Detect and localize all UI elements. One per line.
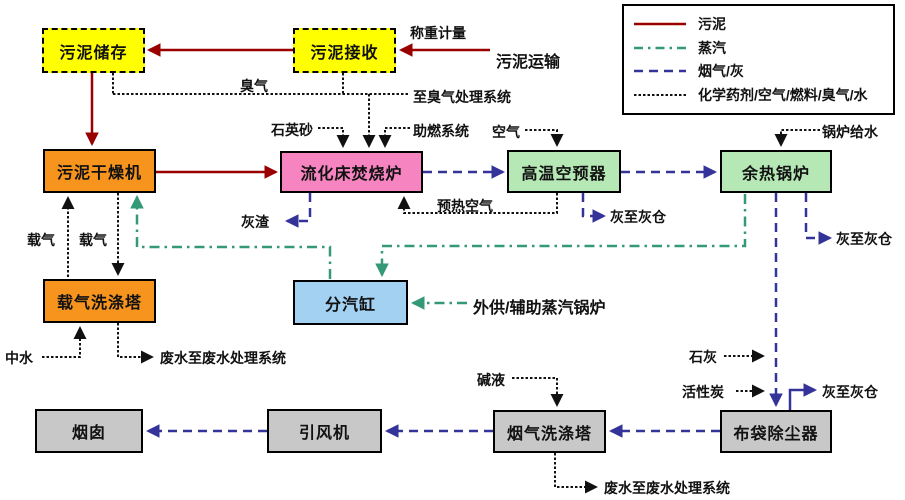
box-label: 布袋除尘器 bbox=[733, 425, 819, 443]
box-label: 分汽缸 bbox=[324, 296, 376, 314]
box-label: 载气洗涤塔 bbox=[56, 295, 142, 312]
flow-distributor-steam-to-dryer bbox=[130, 194, 332, 279]
flow-combustion-support bbox=[378, 127, 410, 148]
legend: 污泥 蒸汽 烟气/灰 化学药剂/空气/燃料/臭气/水 bbox=[622, 4, 895, 115]
box-sludge-dryer: 污泥干燥机 bbox=[43, 149, 156, 193]
box-label: 烟囱 bbox=[71, 425, 106, 442]
box-label: 污泥接收 bbox=[310, 44, 379, 62]
box-label: 污泥储存 bbox=[59, 44, 128, 62]
flow-preheater-ash-to-silo bbox=[581, 193, 607, 223]
legend-row-flue-ash: 烟气/灰 bbox=[632, 61, 885, 81]
label-quartz-sand: 石英砂 bbox=[271, 122, 313, 138]
box-label: 余热锅炉 bbox=[741, 165, 810, 183]
legend-label: 蒸汽 bbox=[698, 39, 726, 56]
label-air: 空气 bbox=[492, 124, 520, 140]
label-to-odor-treatment: 至臭气处理系统 bbox=[413, 89, 511, 105]
box-high-temp-air-preheater: 高温空预器 bbox=[507, 150, 621, 193]
label-sludge-transport: 污泥运输 bbox=[496, 54, 561, 71]
utility-line-sample-icon bbox=[634, 94, 686, 97]
box-carrier-gas-scrubber: 载气洗涤塔 bbox=[43, 279, 156, 323]
legend-label: 化学药剂/空气/燃料/臭气/水 bbox=[698, 87, 868, 104]
label-ash-residue: 灰渣 bbox=[241, 214, 269, 230]
box-waste-heat-boiler: 余热锅炉 bbox=[720, 150, 832, 193]
box-label: 污泥干燥机 bbox=[56, 165, 142, 182]
label-external-aux-steam-boiler: 外供/辅助蒸汽锅炉 bbox=[473, 300, 606, 317]
flow-scrubber-wastewater bbox=[117, 323, 154, 364]
flow-boiler-ash-to-silo bbox=[804, 193, 833, 245]
flow-feedwater-to-boiler bbox=[774, 129, 820, 147]
label-alkali-solution: 碱液 bbox=[477, 372, 505, 388]
label-carrier-gas-left: 载气 bbox=[27, 232, 55, 248]
box-fluidized-bed-incinerator: 流化床焚烧炉 bbox=[280, 151, 423, 193]
label-preheated-air: 预热空气 bbox=[437, 198, 493, 214]
box-flue-gas-scrubber: 烟气洗涤塔 bbox=[493, 410, 606, 453]
label-wastewater-left: 废水至废水处理系统 bbox=[160, 350, 286, 366]
steam-line-sample-icon bbox=[634, 46, 686, 49]
legend-row-sludge: 污泥 bbox=[632, 14, 885, 34]
box-induced-draft-fan: 引风机 bbox=[267, 409, 382, 453]
flow-air-to-preheater bbox=[525, 129, 564, 147]
box-sludge-storage: 污泥储存 bbox=[42, 28, 145, 73]
legend-label: 污泥 bbox=[698, 15, 726, 32]
legend-label: 烟气/灰 bbox=[698, 63, 744, 80]
box-label: 引风机 bbox=[298, 425, 350, 442]
box-sludge-receiving: 污泥接收 bbox=[293, 28, 396, 73]
box-bag-filter: 布袋除尘器 bbox=[720, 410, 832, 453]
sludge-line-sample-icon bbox=[634, 22, 686, 26]
label-ash-to-silo-3: 灰至灰仓 bbox=[822, 384, 878, 400]
label-combustion-support: 助燃系统 bbox=[413, 123, 469, 139]
label-carrier-gas-right: 载气 bbox=[79, 232, 107, 248]
box-steam-distributor: 分汽缸 bbox=[293, 280, 408, 325]
box-chimney: 烟囱 bbox=[35, 409, 143, 453]
box-label: 高温空预器 bbox=[521, 165, 607, 183]
flow-fluegas-wastewater bbox=[554, 453, 598, 494]
flow-reclaimed-water bbox=[42, 326, 87, 358]
label-odor: 臭气 bbox=[240, 78, 268, 94]
flow-quartz-sand bbox=[318, 127, 350, 148]
flow-bagfilter-ash-to-silo bbox=[788, 383, 818, 410]
label-activated-carbon: 活性炭 bbox=[682, 384, 724, 400]
flow-alkali bbox=[512, 377, 564, 407]
flue-ash-line-sample-icon bbox=[634, 70, 686, 73]
label-wastewater-bottom: 废水至废水处理系统 bbox=[604, 480, 730, 496]
legend-row-utility: 化学药剂/空气/燃料/臭气/水 bbox=[632, 85, 885, 105]
label-lime: 石灰 bbox=[689, 349, 717, 365]
label-ash-to-silo-1: 灰至灰仓 bbox=[610, 209, 666, 225]
label-ash-to-silo-2: 灰至灰仓 bbox=[836, 231, 892, 247]
legend-row-steam: 蒸汽 bbox=[632, 38, 885, 58]
label-boiler-feedwater: 锅炉给水 bbox=[822, 124, 878, 140]
flow-incinerator-ash-residue bbox=[284, 193, 312, 228]
label-weighing: 称重计量 bbox=[410, 25, 466, 41]
label-reclaimed-water: 中水 bbox=[5, 350, 33, 366]
box-label: 流化床焚烧炉 bbox=[300, 166, 403, 183]
box-label: 烟气洗涤塔 bbox=[506, 425, 592, 443]
